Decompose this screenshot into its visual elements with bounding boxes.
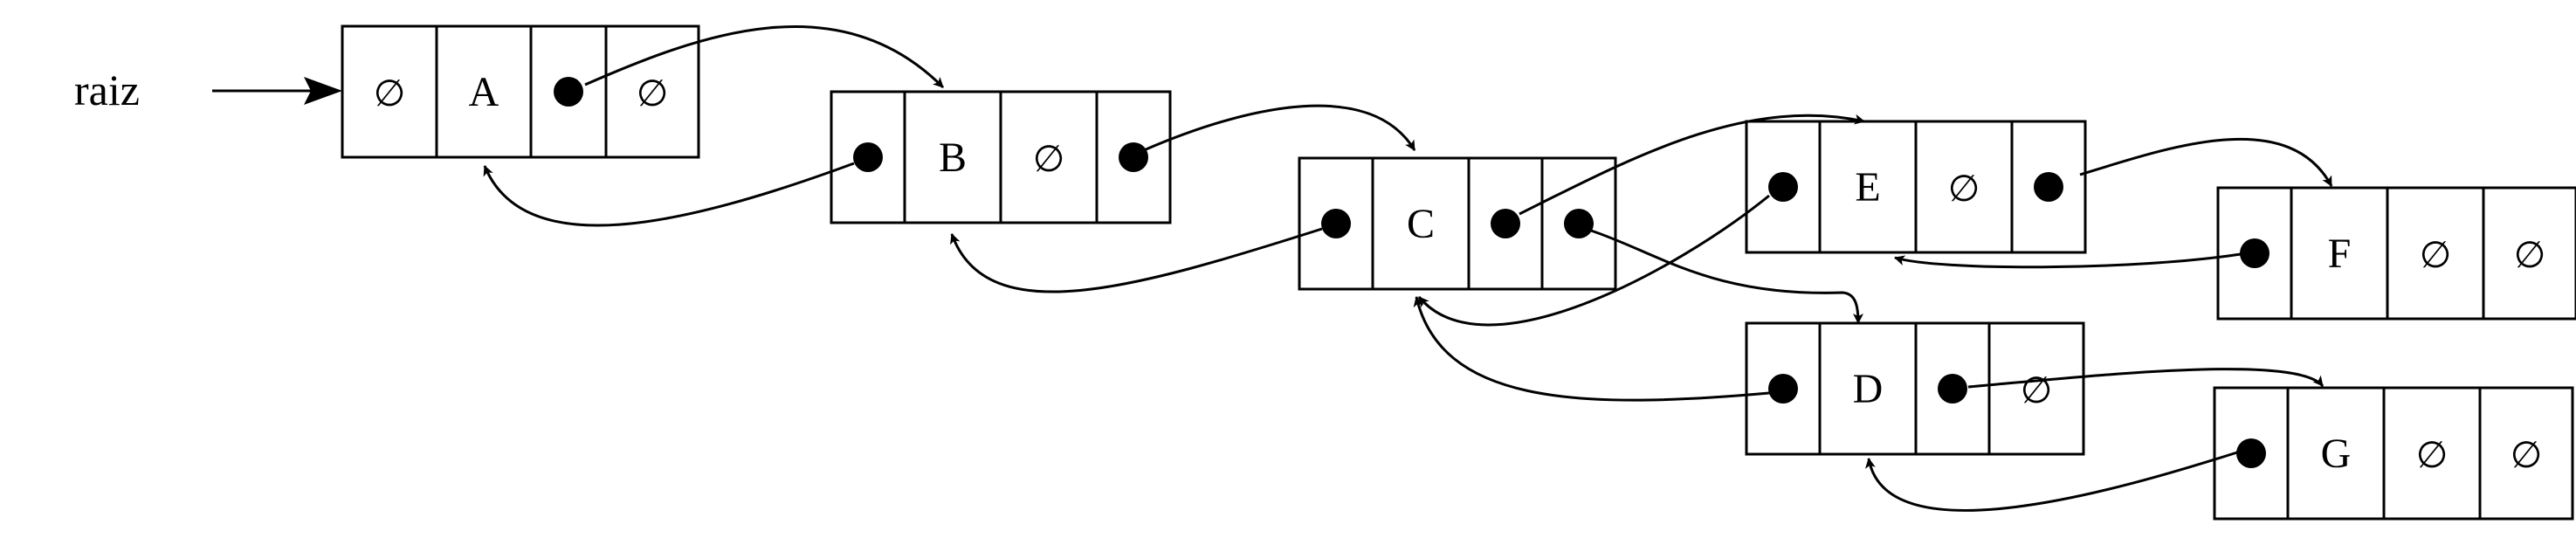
pointer-dot — [1768, 172, 1798, 202]
node-key-d: D — [1853, 366, 1884, 412]
node-box — [1298, 156, 1617, 291]
root-arrowhead — [304, 77, 342, 105]
null-symbol: ∅ — [374, 72, 406, 114]
pointer-dot — [1564, 209, 1594, 238]
pointer-dot — [1321, 209, 1351, 238]
node-e: E∅ — [1745, 120, 2087, 254]
pointer-dot — [554, 77, 583, 107]
node-f: F ∅ ∅ — [2216, 186, 2576, 321]
pointer-g-to-d — [1865, 451, 2238, 512]
node-box — [2216, 186, 2576, 321]
pointer-dot — [1938, 374, 1967, 404]
null-symbol: ∅ — [2416, 433, 2449, 476]
node-key-e: E — [1855, 164, 1880, 210]
edges-layer — [483, 25, 2333, 512]
pointer-e-to-f — [2079, 137, 2333, 187]
null-symbol: ∅ — [2511, 433, 2543, 476]
node-key-a: A — [469, 69, 499, 115]
pointer-a-to-b — [584, 25, 945, 89]
pointer-dot — [2034, 172, 2063, 202]
pointer-b-to-a — [483, 162, 855, 227]
pointer-f-to-e — [1894, 252, 2242, 269]
null-symbol: ∅ — [2514, 233, 2546, 276]
node-key-g: G — [2321, 431, 2352, 477]
pointer-dot — [1119, 142, 1148, 172]
node-key-b: B — [939, 135, 967, 181]
pointer-dot — [2236, 438, 2266, 468]
pointer-dot — [1491, 209, 1520, 238]
null-symbol: ∅ — [2420, 233, 2452, 276]
node-key-c: C — [1407, 201, 1435, 247]
null-symbol: ∅ — [637, 72, 669, 114]
pointer-dot — [1768, 374, 1798, 404]
root-label: raiz — [74, 66, 140, 114]
pointer-d-to-g — [1967, 368, 2325, 389]
node-b: B∅ — [830, 90, 1172, 224]
node-box — [341, 24, 700, 159]
node-c: C — [1298, 156, 1617, 291]
nodes-layer: ∅A∅B∅CE∅D∅F∅∅G∅∅ — [341, 24, 2576, 521]
node-key-f: F — [2328, 231, 2352, 277]
pointer-c-to-b — [950, 227, 1323, 293]
pointer-e-to-c — [1417, 194, 1770, 327]
pointer-c-to-d — [1590, 229, 1863, 324]
node-a: ∅ A ∅ — [341, 24, 700, 159]
pointer-d-to-c — [1413, 296, 1770, 402]
pointer-b-to-c — [1143, 104, 1416, 152]
node-g: G ∅ ∅ — [2213, 386, 2574, 521]
pointer-dot — [853, 142, 883, 172]
node-d: D∅ — [1745, 321, 2085, 456]
node-box — [2213, 386, 2574, 521]
pointer-dot — [2240, 238, 2269, 268]
null-symbol: ∅ — [1033, 137, 1065, 180]
null-symbol: ∅ — [1948, 167, 1980, 210]
null-symbol: ∅ — [2021, 369, 2053, 411]
pointer-c-to-e — [1519, 114, 1865, 216]
